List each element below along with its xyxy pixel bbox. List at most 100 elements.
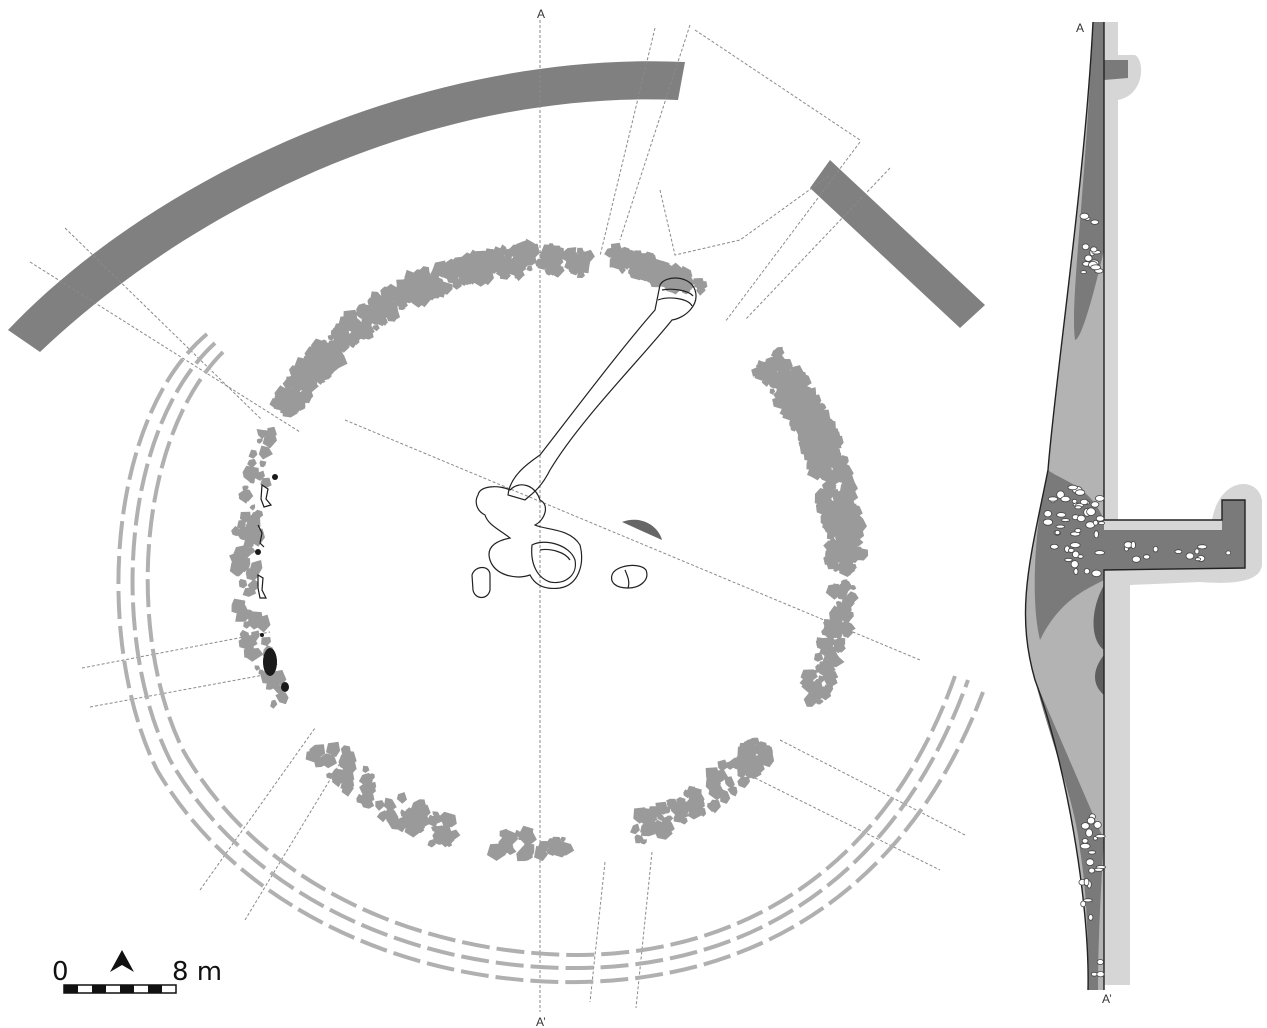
profile-stone [1090, 264, 1101, 271]
profile-stone [1197, 544, 1208, 550]
stone [814, 652, 824, 662]
stone [248, 449, 258, 459]
stone [326, 357, 341, 374]
stone [361, 324, 375, 336]
stone [636, 266, 644, 274]
outer-bank-northwest [8, 61, 685, 352]
stone [446, 275, 455, 284]
profile-label-bottom: A’ [1102, 992, 1112, 1006]
stone [359, 781, 376, 799]
profile-stone [1042, 518, 1054, 526]
stone [846, 594, 855, 607]
stone [815, 698, 824, 705]
profile-stone [1095, 495, 1105, 502]
profile-stone [1098, 521, 1105, 525]
profile-stone [1093, 530, 1099, 539]
profile-stone [1225, 550, 1232, 556]
stone [518, 825, 534, 842]
profile-stone [1073, 568, 1079, 575]
profile-stone [1074, 528, 1082, 533]
stone [431, 825, 440, 833]
stone [663, 806, 671, 814]
stone [270, 669, 287, 686]
stone [478, 260, 487, 267]
ditch-rings [116, 332, 985, 985]
stone [779, 358, 793, 373]
stone [746, 765, 762, 779]
stone [697, 807, 707, 817]
stone [241, 609, 255, 620]
stone [821, 627, 833, 637]
stone [769, 388, 776, 395]
profile-stone [1069, 542, 1081, 548]
profile-stone [1067, 484, 1078, 491]
stone [577, 247, 584, 255]
stone [434, 281, 447, 293]
stone [229, 562, 243, 577]
stone [396, 819, 408, 828]
profile-stone [1096, 971, 1105, 978]
stone [717, 759, 729, 772]
stone [383, 807, 399, 823]
stone [322, 367, 327, 373]
stone [244, 637, 254, 650]
stone [848, 507, 861, 519]
stone [254, 665, 261, 671]
stone [820, 637, 834, 651]
stone [818, 422, 828, 431]
stone [843, 584, 850, 591]
stone [340, 783, 348, 790]
profile-stone [1077, 554, 1084, 559]
profile-label-top: A [1076, 21, 1084, 35]
profile-stone [1076, 514, 1086, 523]
stone [514, 255, 525, 266]
stone [444, 265, 456, 278]
stone [258, 445, 273, 460]
profile-stone [1071, 498, 1078, 504]
stone [502, 248, 513, 259]
stone [309, 351, 327, 367]
stone [671, 264, 678, 273]
scale-start-label: 0 [52, 957, 69, 987]
stone [384, 303, 398, 320]
stone [432, 811, 440, 817]
stone [707, 799, 721, 814]
stone [835, 510, 843, 517]
stone [249, 560, 263, 576]
profile-stone [1074, 505, 1082, 510]
stone [275, 691, 289, 705]
stone [756, 370, 766, 378]
stone [680, 801, 692, 814]
stone [289, 375, 296, 383]
profile-stone [1086, 816, 1096, 825]
profile-stone [1143, 554, 1151, 560]
stone [788, 418, 799, 429]
stone [708, 787, 726, 801]
stone [303, 355, 310, 362]
profile-stone [1075, 489, 1086, 496]
stone [239, 566, 245, 573]
stone [293, 399, 306, 411]
profile-stone [1087, 850, 1097, 855]
stone [439, 811, 457, 828]
stone [817, 444, 825, 453]
stone [791, 405, 805, 419]
stone [424, 274, 433, 282]
stone [409, 287, 415, 294]
stone [348, 331, 360, 345]
stone [309, 744, 326, 759]
central-passage [471, 277, 697, 599]
stone [239, 511, 251, 523]
stone [242, 465, 260, 483]
stone [854, 528, 864, 538]
stone [238, 578, 248, 589]
stone [375, 800, 386, 811]
stone [247, 581, 258, 593]
stone [825, 478, 837, 490]
profile-stone [1080, 900, 1087, 908]
stone [498, 837, 514, 853]
stone [452, 281, 462, 290]
stone [818, 429, 826, 436]
stone [841, 484, 850, 493]
stone [270, 699, 278, 709]
